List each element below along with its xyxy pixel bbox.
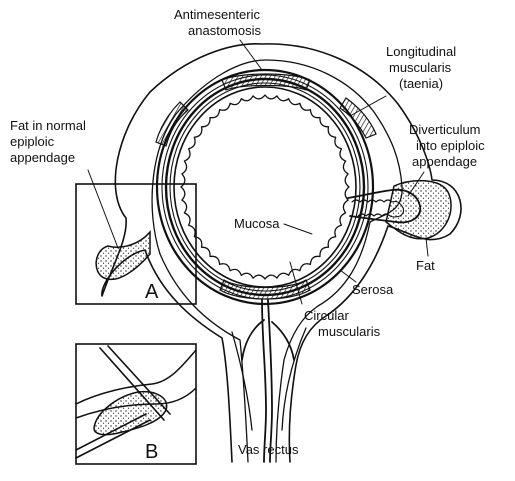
vas-rectus-vessel — [242, 300, 294, 462]
label-appendage-2: appendage — [412, 154, 477, 169]
label-into-epiploic: into epiploic — [416, 138, 485, 153]
muscle-ring-2 — [162, 75, 368, 299]
label-fat: Fat — [416, 258, 435, 273]
label-vas-rectus: Vas rectus — [238, 442, 299, 457]
label-anastomosis: anastomosis — [188, 23, 261, 38]
label-epiploic: epiploic — [10, 134, 55, 149]
label-mucosa: Mucosa — [234, 216, 280, 231]
label-fat-normal: Fat in normal — [10, 118, 86, 133]
label-longitudinal: Longitudinal — [386, 44, 456, 59]
submucosa-ring — [174, 87, 356, 287]
inset-a-label: A — [145, 281, 159, 303]
label-serosa: Serosa — [352, 282, 394, 297]
label-muscularis-1: muscularis — [389, 60, 452, 75]
label-antimesenteric: Antimesenteric — [174, 7, 260, 22]
label-muscularis-2: muscularis — [318, 324, 381, 339]
label-appendage-1: appendage — [10, 150, 75, 165]
leader-fat-normal — [88, 170, 118, 248]
inset-b-drawing — [76, 346, 196, 458]
mucosa-lining — [181, 95, 349, 279]
longitudinal-muscularis-ring — [157, 70, 373, 304]
label-circular: Circular — [304, 308, 349, 323]
leader-fat — [426, 238, 428, 256]
inset-b-label: B — [145, 441, 158, 463]
label-taenia: (taenia) — [399, 76, 443, 91]
leader-mucosa — [284, 224, 312, 234]
leader-serosa — [340, 270, 356, 282]
label-diverticulum: Diverticulum — [409, 122, 481, 137]
muscle-ring-4 — [170, 83, 360, 291]
taenia-bottom — [220, 280, 310, 299]
